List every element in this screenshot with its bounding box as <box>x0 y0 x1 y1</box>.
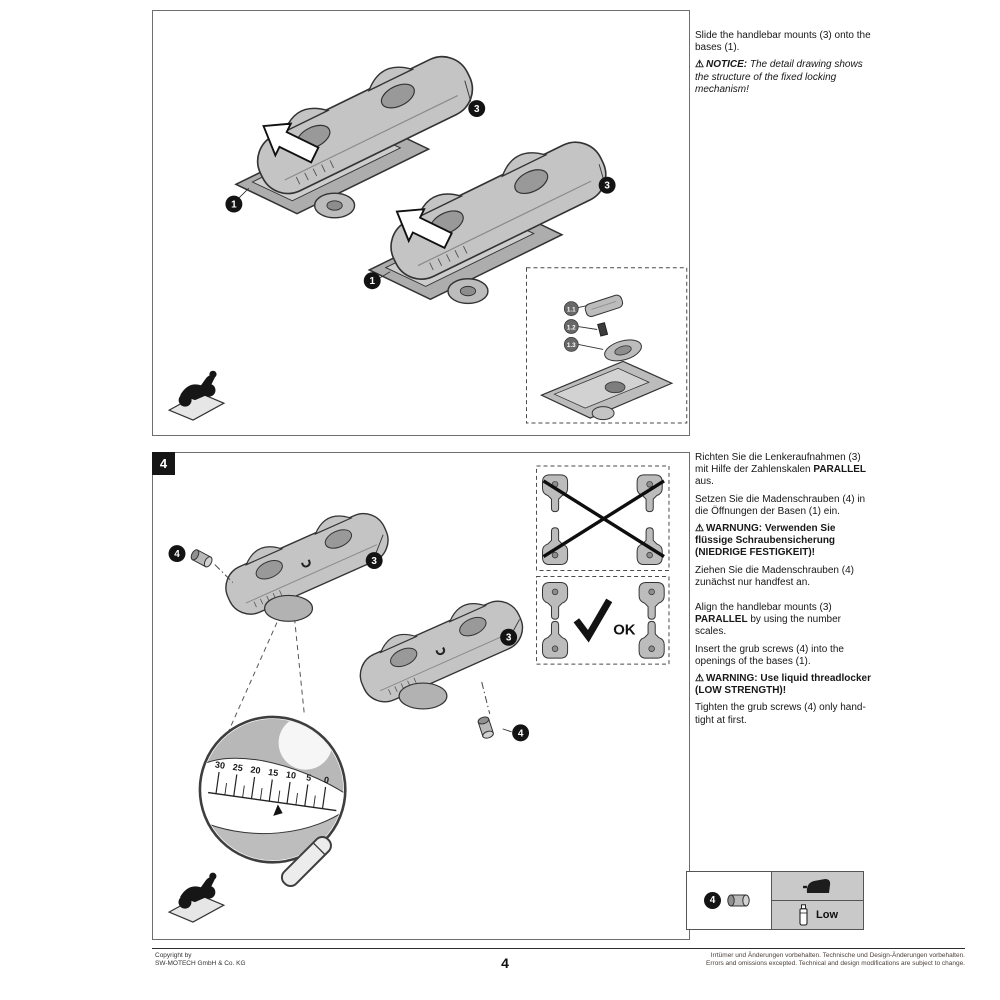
step4-de-warning: ⚠WARNUNG: Verwenden Sie flüssige Schraub… <box>695 523 836 559</box>
threadlocker-strength-cell: Low <box>772 900 863 929</box>
lock-pin-part <box>597 322 609 337</box>
svg-text:1.3: 1.3 <box>567 342 576 349</box>
footer-disclaimer: Irrtümer und Änderungen vorbehalten. Tec… <box>706 952 965 967</box>
step4-figure-box: 4 4 3 <box>152 452 690 940</box>
threadlocker-bottle-icon <box>799 904 808 926</box>
step4-en-tighten: Tighten the grub screws (4) only hand-ti… <box>695 702 866 726</box>
step4-label: 4 <box>152 452 175 475</box>
detail-base-part <box>539 360 674 421</box>
step4-de-tighten: Ziehen Sie die Madenschrauben (4) zunäch… <box>695 564 854 588</box>
svg-text:1: 1 <box>369 276 375 287</box>
magnifier-handle <box>280 835 332 887</box>
svg-text:3: 3 <box>371 556 377 567</box>
step4-de-insert: Setzen Sie die Madenschrauben (4) in die… <box>695 493 866 517</box>
step3-figure: 3 1 3 1 <box>168 37 688 424</box>
lens-rim <box>198 715 347 864</box>
svg-text:4: 4 <box>518 728 524 739</box>
svg-text:3: 3 <box>474 104 480 115</box>
zoom-leader-line <box>294 618 305 716</box>
callout-screw-2: 4 <box>502 724 530 742</box>
step3-notice: ⚠NOTICE: The detail drawing shows the st… <box>695 59 863 95</box>
threadlocker-info: Low <box>771 872 863 929</box>
motorcycle-icon <box>168 872 225 923</box>
step4-text-german: Richten Sie die Lenkeraufnahmen (3) mit … <box>695 452 873 589</box>
callout-mount-1: 3 <box>464 80 486 117</box>
callout-mount-2: 3 <box>598 164 616 194</box>
step4-parts-table: 4 Low <box>686 871 864 930</box>
misalignment-diagram <box>536 465 670 572</box>
grub-screw-1 <box>189 548 215 569</box>
grub-screw-2 <box>476 715 495 740</box>
warning-triangle-icon: ⚠ <box>695 523 704 535</box>
handlebar-mount-2 <box>348 585 531 711</box>
svg-text:15: 15 <box>268 767 279 778</box>
callout-screw-1: 4 <box>168 545 186 563</box>
callout-base-2: 1 <box>363 271 391 290</box>
svg-text:30: 30 <box>214 759 225 770</box>
strength-label: Low <box>816 909 838 921</box>
number-scale: 30 25 20 15 10 5 0 <box>208 759 337 816</box>
cross-line <box>542 479 665 559</box>
grub-screw-icon <box>727 894 750 907</box>
svg-text:1.2: 1.2 <box>567 324 576 331</box>
lock-slider-part <box>604 339 642 362</box>
parts-cell-grub-screw: 4 <box>687 872 771 929</box>
svg-text:1.1: 1.1 <box>567 306 576 313</box>
step4-en-align: Align the handlebar mounts (3) PARALLEL … <box>695 602 841 638</box>
screw-axis-line <box>481 681 491 715</box>
applicator-pad-icon <box>802 879 830 893</box>
correct-alignment-diagram: OK <box>536 575 670 665</box>
callout-base-1: 1 <box>225 187 250 213</box>
svg-text:3: 3 <box>604 181 610 192</box>
ok-label: OK <box>613 621 636 638</box>
callout-mount-2: 3 <box>500 619 520 646</box>
callout-mount-1: 3 <box>365 534 384 570</box>
step4-en-warning: ⚠WARNING: Use liquid threadlocker (LOW S… <box>695 673 871 697</box>
detail-callout-1-3: 1.3 <box>563 337 604 352</box>
checkmark-icon <box>573 598 613 643</box>
page-number: 4 <box>501 955 509 971</box>
threadlocker-pad-cell <box>772 872 863 900</box>
step3-figure-box: 3 1 3 1 <box>152 10 690 436</box>
svg-text:3: 3 <box>506 633 512 644</box>
zoom-leader-line <box>224 614 282 741</box>
step3-text-column: Slide the handlebar mounts (3) onto the … <box>695 30 873 101</box>
step4-en-insert: Insert the grub screws (4) into the open… <box>695 643 844 667</box>
footer-rule <box>152 948 965 949</box>
footer-copyright: Copyright by SW-MOTECH GmbH & Co. KG <box>155 952 246 967</box>
svg-text:10: 10 <box>285 769 296 780</box>
warning-triangle-icon: ⚠ <box>695 59 704 71</box>
svg-text:20: 20 <box>250 764 261 775</box>
step4-de-align: Richten Sie die Lenkeraufnahmen (3) mit … <box>695 452 866 488</box>
svg-text:0: 0 <box>323 775 329 786</box>
svg-text:1: 1 <box>231 200 237 211</box>
svg-text:4: 4 <box>174 549 180 560</box>
svg-text:5: 5 <box>306 772 312 783</box>
motorcycle-icon <box>168 370 225 421</box>
detail-callout-1-2: 1.2 <box>563 319 598 334</box>
step4-text-english: Align the handlebar mounts (3) PARALLEL … <box>695 602 873 727</box>
magnifier: 30 25 20 15 10 5 0 <box>198 715 347 887</box>
locking-mechanism-detail: 1.1 1.2 1.3 <box>526 267 688 424</box>
warning-triangle-icon: ⚠ <box>695 673 704 685</box>
step3-instruction: Slide the handlebar mounts (3) onto the … <box>695 30 871 54</box>
screw-axis-line <box>214 564 234 583</box>
lock-cap-part <box>584 294 624 318</box>
step4-text-column: Richten Sie die Lenkeraufnahmen (3) mit … <box>695 452 873 732</box>
step4-figure: 4 3 3 4 <box>168 465 670 923</box>
scale-pointer-icon <box>273 804 283 816</box>
detail-callout-1-1: 1.1 <box>563 301 588 316</box>
svg-text:25: 25 <box>232 762 243 773</box>
part-callout-4: 4 <box>704 892 721 909</box>
mount-base-assembly-1 <box>235 37 483 219</box>
